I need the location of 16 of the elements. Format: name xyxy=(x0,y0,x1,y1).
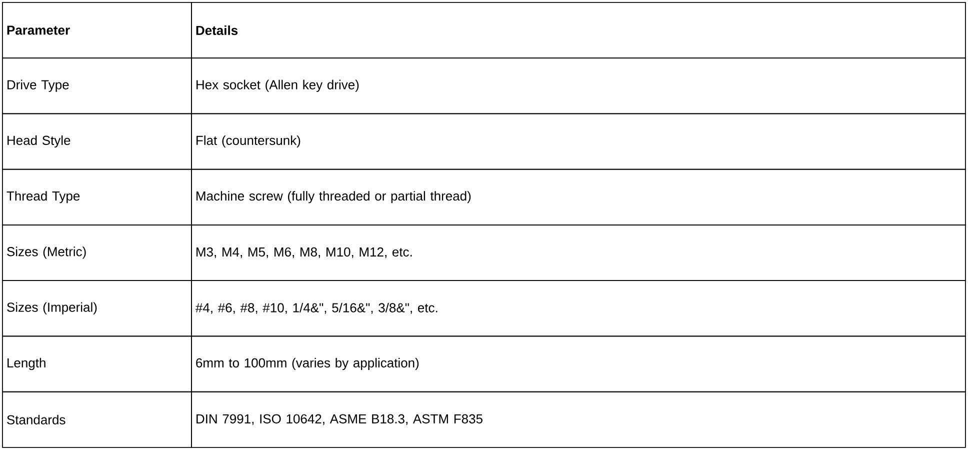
table-cell: Drive Type xyxy=(2,58,192,114)
table-cell: Standards xyxy=(2,391,192,448)
table-cell: Machine screw (fully threaded or partial thread) xyxy=(191,168,966,226)
table-cell: Flat (countersunk) xyxy=(191,113,966,170)
table-cell: Head Style xyxy=(2,113,192,170)
header-cell: Parameter xyxy=(2,2,192,59)
table-cell: Sizes (Imperial) xyxy=(2,280,192,337)
table-cell: Thread Type xyxy=(2,168,192,226)
header-cell: Details xyxy=(191,2,966,59)
table-cell: M3, M4, M5, M6, M8, M10, M12, etc. xyxy=(191,224,966,281)
table-cell: Length xyxy=(2,336,192,392)
table-cell: Hex socket (Allen key drive) xyxy=(191,58,966,114)
table-cell: DIN 7991, ISO 10642, ASME B18.3, ASTM F835 xyxy=(191,391,966,448)
table-cell: 6mm to 100mm (varies by application) xyxy=(191,336,966,392)
table-cell: #4, #6, #8, #10, 1/4&", 5/16&", 3/8&", etc. xyxy=(191,280,966,337)
table-cell: Sizes (Metric) xyxy=(2,224,192,281)
